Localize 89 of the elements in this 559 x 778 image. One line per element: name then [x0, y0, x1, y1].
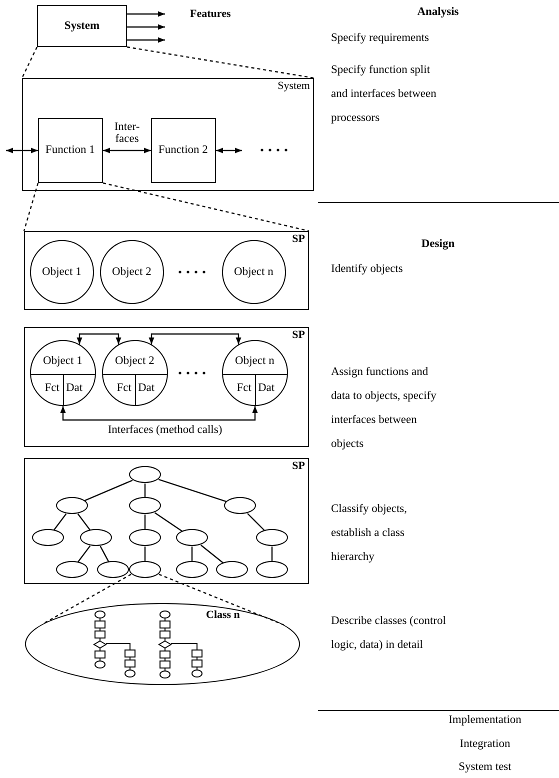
zoom-line	[102, 182, 310, 232]
output-label: Features	[190, 7, 232, 22]
object-label: Object n	[234, 266, 274, 278]
step-text: Specify requirements	[331, 31, 430, 46]
box-label: System	[64, 20, 100, 32]
zoom-line	[126, 46, 314, 79]
step-text: Classify objects, establish a class hierarchy	[331, 502, 408, 565]
tree-line	[144, 546, 146, 562]
step-text: Assign functions and data to objects, specify interfaces between objects	[331, 365, 438, 452]
panel-title: SP	[292, 460, 305, 472]
object-label: Object 1	[42, 266, 82, 278]
object-label: Object 2	[112, 266, 152, 278]
object-circle	[30, 240, 94, 304]
function-label: Fct	[116, 382, 132, 394]
class-node-ellipse	[216, 561, 248, 578]
class-node-ellipse	[256, 561, 288, 578]
class-node-ellipse	[176, 529, 208, 546]
class-node-ellipse	[128, 497, 161, 514]
function-box	[38, 118, 103, 183]
tree-line	[247, 513, 265, 531]
data-label: Dat	[256, 382, 275, 394]
tree-line	[154, 512, 183, 532]
step-text: Identify objects	[331, 262, 404, 277]
object-circle	[100, 240, 164, 304]
box-label: Function 2	[158, 144, 208, 157]
phase-heading: Design	[420, 237, 456, 252]
phase-text: Implementation	[448, 713, 522, 728]
arrow	[127, 24, 165, 30]
object-label: Object n	[234, 354, 276, 367]
class-node-ellipse	[128, 529, 161, 546]
tree-line	[200, 544, 224, 564]
class-title: Class n	[206, 609, 240, 621]
arrow	[148, 333, 242, 344]
tree-line	[191, 546, 193, 562]
function-label: Fct	[44, 382, 60, 394]
phase-text: Integration	[458, 737, 512, 752]
data-label: Dat	[136, 382, 155, 394]
class-node-ellipse	[256, 529, 288, 546]
class-node-ellipse	[32, 529, 64, 546]
arrow	[127, 37, 165, 43]
class-node-ellipse	[128, 466, 161, 484]
function-box	[150, 118, 216, 183]
tree-line	[77, 514, 91, 530]
zoom-line	[23, 182, 39, 232]
object-label: Object 2	[114, 354, 156, 367]
arrow	[216, 148, 242, 154]
box-label: Function 1	[45, 144, 95, 157]
class-node-ellipse	[96, 561, 129, 578]
arrow	[6, 148, 38, 154]
panel-title: SP	[292, 329, 305, 341]
arrow	[127, 11, 165, 17]
step-text: Describe classes (control logic, data) in detail	[331, 614, 447, 653]
object-circle	[222, 240, 286, 304]
function-label: Fct	[236, 382, 252, 394]
tree-line	[100, 546, 110, 562]
processor-panel	[24, 231, 309, 310]
tree-line	[84, 480, 133, 502]
processor-panel	[24, 458, 309, 584]
class-node-ellipse	[80, 529, 112, 546]
object-circle	[30, 340, 96, 406]
arrow	[103, 148, 151, 154]
tree-line	[53, 514, 67, 530]
tree-line	[271, 546, 273, 562]
tree-line	[144, 514, 146, 530]
class-node-ellipse	[56, 497, 88, 514]
object-label: Object 1	[42, 354, 84, 367]
data-label: Dat	[64, 382, 83, 394]
step-text: Specify function split and interfaces between processors	[331, 63, 438, 126]
phase-text: System test	[458, 760, 512, 775]
system-panel	[22, 78, 314, 191]
zoom-line	[158, 574, 286, 626]
panel-title: System	[278, 80, 310, 92]
arrow	[76, 333, 122, 344]
tree-line	[77, 546, 91, 562]
phase-heading: Analysis	[416, 5, 460, 20]
class-node-ellipse	[128, 561, 161, 578]
class-ellipse	[25, 603, 300, 685]
class-node-ellipse	[224, 497, 256, 514]
object-circle	[102, 340, 168, 406]
object-circle	[222, 340, 288, 406]
tree-line	[158, 478, 227, 502]
zoom-line	[44, 574, 132, 624]
panel-title: SP	[292, 233, 305, 245]
system-box	[37, 5, 127, 47]
arrow	[60, 406, 258, 421]
zoom-line	[21, 46, 38, 78]
class-node-ellipse	[56, 561, 88, 578]
tree-line	[144, 484, 146, 498]
class-node-ellipse	[176, 561, 208, 578]
